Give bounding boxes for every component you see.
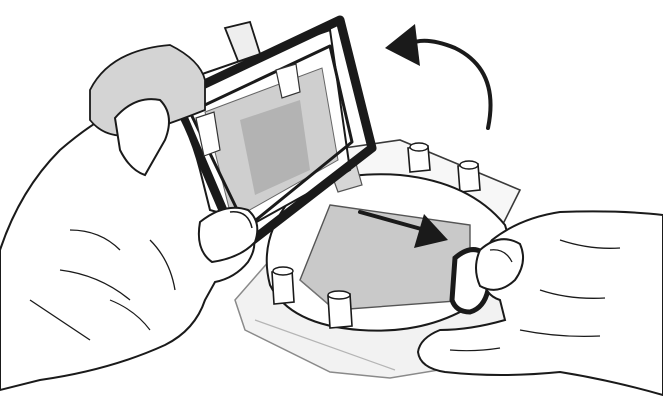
curved-arrow-icon: [385, 24, 491, 128]
front-post-center: [328, 291, 352, 328]
clip-post-right-1: [408, 143, 430, 172]
clip-post-right-2: [458, 161, 480, 192]
front-post-left: [272, 267, 294, 304]
